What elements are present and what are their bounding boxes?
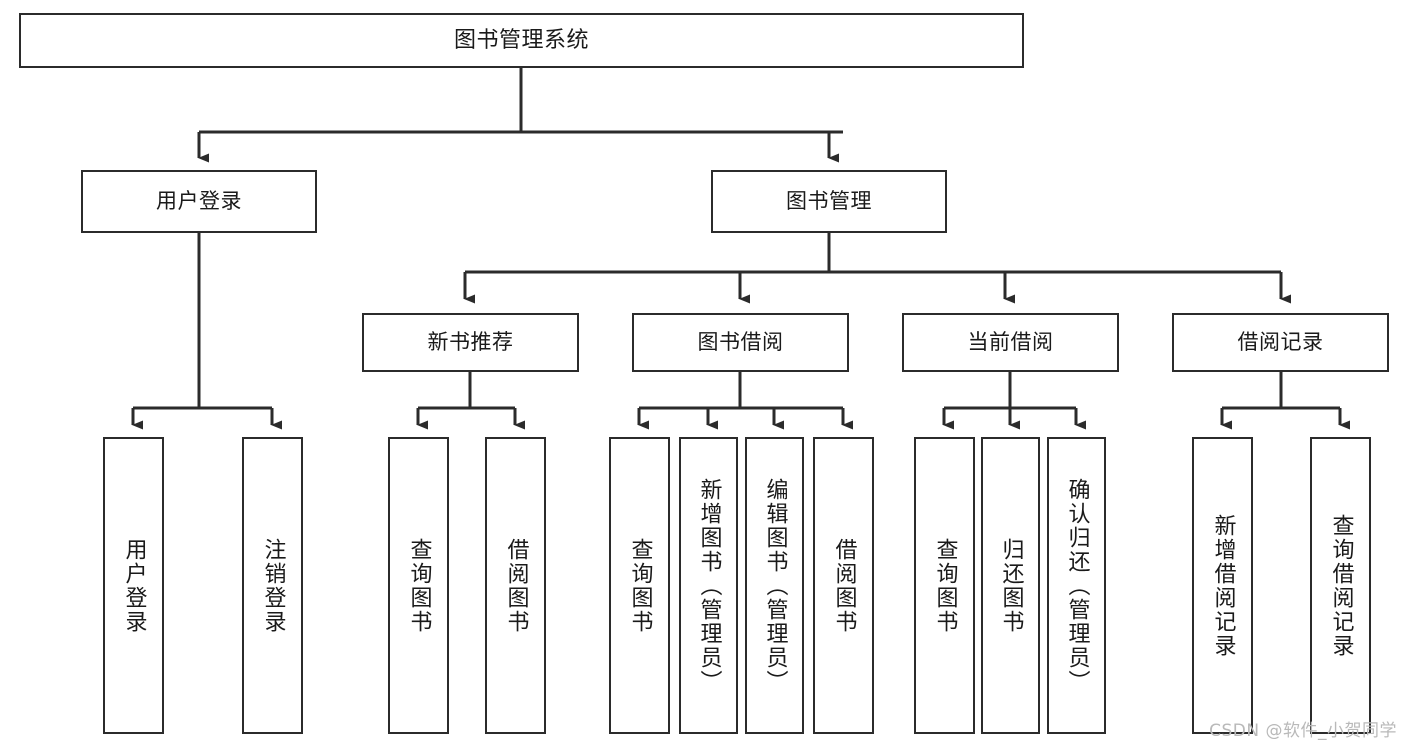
leaf-borrow-book[interactable]: 借阅图书 [813,437,874,734]
node-borrow-record[interactable]: 借阅记录 [1172,313,1389,372]
node-label: 借阅图书 [503,537,529,634]
watermark: CSDN @软件_小贺同学 [1209,721,1397,741]
node-label: 借阅记录 [1237,330,1324,355]
leaf-user-login[interactable]: 用户登录 [103,437,164,734]
node-label: 当前借阅 [967,330,1054,355]
node-label: 查询图书 [932,537,958,634]
node-label: 图书借阅 [697,330,784,355]
node-label: 图书管理 [786,189,872,214]
leaf-add-book-admin[interactable]: 新增图书（管理员） [679,437,738,734]
leaf-borrow-book-new[interactable]: 借阅图书 [485,437,546,734]
node-current-borrow[interactable]: 当前借阅 [902,313,1119,372]
node-label: 查询借阅记录 [1328,513,1354,658]
node-book-management[interactable]: 图书管理 [711,170,947,233]
node-root-system[interactable]: 图书管理系统 [19,13,1024,68]
leaf-query-book-current[interactable]: 查询图书 [914,437,975,734]
leaf-query-book-borrow[interactable]: 查询图书 [609,437,670,734]
node-book-borrow[interactable]: 图书借阅 [632,313,849,372]
leaf-query-book-new[interactable]: 查询图书 [388,437,449,734]
node-label: 新增图书（管理员） [696,477,722,694]
node-label: 图书管理系统 [453,27,589,53]
node-label: 查询图书 [627,537,653,634]
node-label: 归还图书 [998,537,1024,634]
leaf-query-borrow-record[interactable]: 查询借阅记录 [1310,437,1371,734]
leaf-logout[interactable]: 注销登录 [242,437,303,734]
node-label: 借阅图书 [831,537,857,634]
node-label: 查询图书 [406,537,432,634]
node-label: 新增借阅记录 [1210,513,1236,658]
leaf-edit-book-admin[interactable]: 编辑图书（管理员） [745,437,804,734]
node-label: 新书推荐 [427,330,514,355]
leaf-confirm-return-admin[interactable]: 确认归还（管理员） [1047,437,1106,734]
node-user-login[interactable]: 用户登录 [81,170,317,233]
node-new-book-recommend[interactable]: 新书推荐 [362,313,579,372]
node-label: 确认归还（管理员） [1064,477,1090,694]
node-label: 用户登录 [156,189,242,214]
node-label: 用户登录 [121,537,147,634]
leaf-return-book[interactable]: 归还图书 [981,437,1040,734]
node-label: 编辑图书（管理员） [762,477,788,694]
node-label: 注销登录 [260,537,286,634]
leaf-add-borrow-record[interactable]: 新增借阅记录 [1192,437,1253,734]
